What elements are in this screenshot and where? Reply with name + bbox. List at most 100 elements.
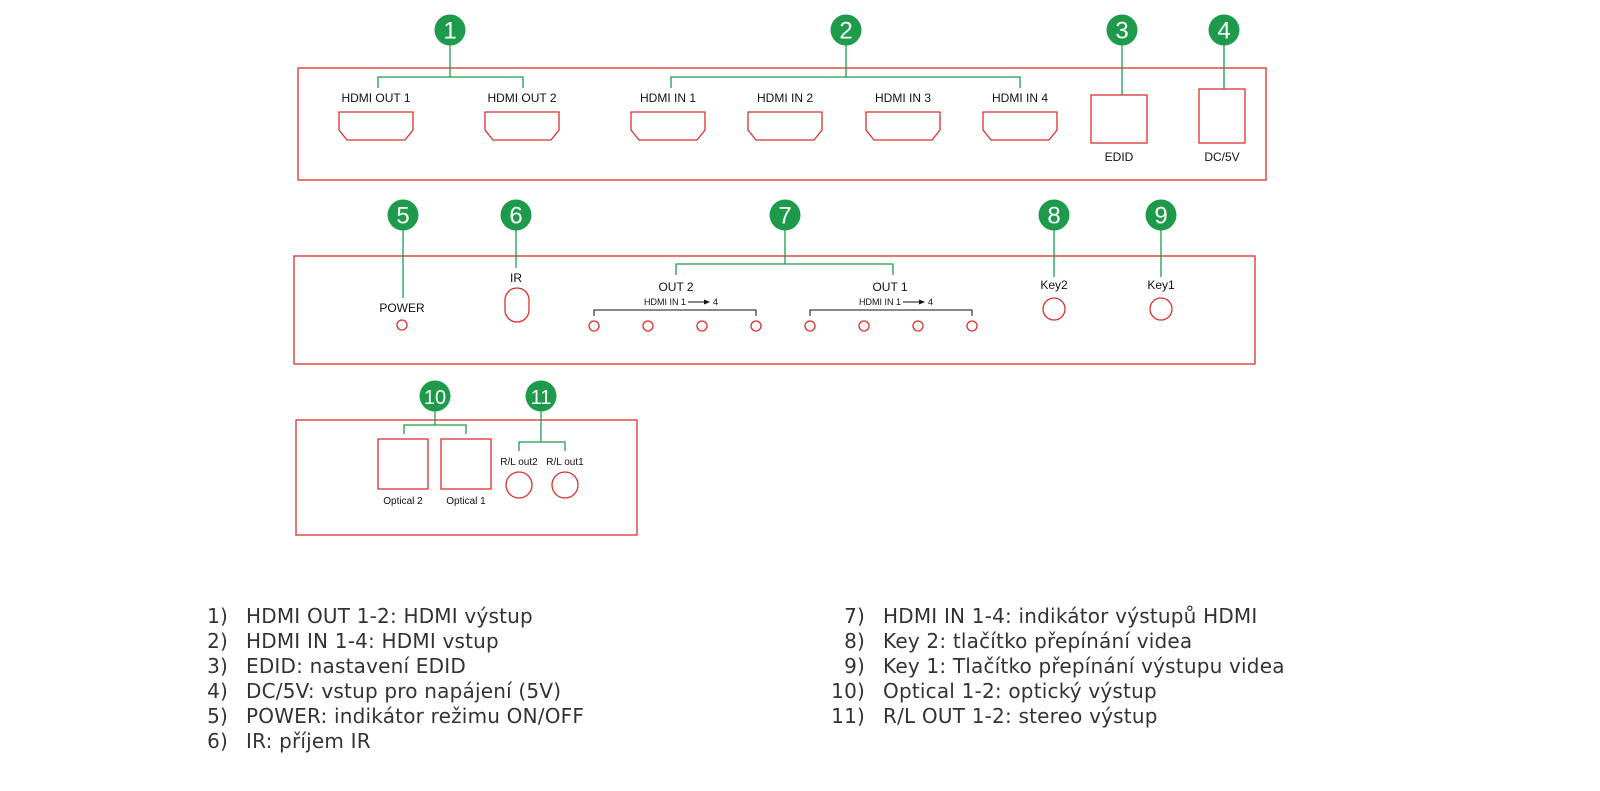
- callout-4-number: 4: [1217, 18, 1230, 45]
- callout-10: 10: [419, 380, 451, 412]
- callout-5-badge: [387, 199, 419, 231]
- legend-text: HDMI IN 1-4: indikátor výstupů HDMI: [883, 604, 1258, 628]
- hdmi-in-3-label: HDMI IN 3: [875, 91, 931, 105]
- callout-7-number: 7: [778, 203, 791, 230]
- callout-11-badge: [525, 380, 557, 412]
- callout-7-bracket: [675, 263, 894, 275]
- out2-range-prefix: HDMI IN 1: [644, 297, 686, 307]
- legend-left: 1) HDMI OUT 1-2: HDMI výstup 2) HDMI IN 1-…: [195, 604, 584, 754]
- legend-number: 8): [844, 629, 865, 653]
- hdmi-out-2-label: HDMI OUT 2: [487, 91, 556, 105]
- dc-label: DC/5V: [1204, 150, 1239, 164]
- callout-4-badge: [1208, 14, 1240, 46]
- dc-power-jack: [1198, 88, 1246, 144]
- legend-text: Key 1: Tlačítko přepínání výstupu videa: [883, 654, 1285, 678]
- callout-2-bracket: [670, 76, 1021, 88]
- out2-label: OUT 2: [658, 280, 693, 294]
- out2-arrowhead: [704, 299, 710, 305]
- legend-item: 5)POWER: indikátor režimu ON/OFF: [195, 704, 584, 729]
- out1-led-2: [858, 320, 870, 332]
- rl-out2-jack: [505, 471, 533, 499]
- out1-range-prefix: HDMI IN 1: [859, 297, 901, 307]
- legend-number: 10): [831, 679, 865, 703]
- legend-number: 1): [207, 604, 228, 628]
- legend-text: Key 2: tlačítko přepínání videa: [883, 629, 1193, 653]
- legend-text: DC/5V: vstup pro napájení (5V): [246, 679, 562, 703]
- callout-5: 5: [387, 199, 419, 231]
- callout-9-number: 9: [1154, 203, 1167, 230]
- callout-6-number: 6: [509, 203, 522, 230]
- callout-3-badge: [1106, 14, 1138, 46]
- legend-text: IR: příjem IR: [246, 729, 371, 753]
- legend-number: 6): [207, 729, 228, 753]
- callout-8-badge: [1038, 199, 1070, 231]
- legend-item: 2) HDMI IN 1-4: HDMI vstup: [195, 629, 584, 654]
- legend-right: 7) HDMI IN 1-4: indikátor výstupů HDMI 8)…: [830, 604, 1285, 729]
- legend-item: 10) Optical 1-2: optický výstup: [830, 679, 1285, 704]
- legend-number: 5): [207, 704, 228, 728]
- legend-item: 11) R/L OUT 1-2: stereo výstup: [830, 704, 1285, 729]
- legend-number: 4): [207, 679, 228, 703]
- hdmi-in-4-port: [982, 111, 1058, 141]
- callout-connectors: [377, 45, 1225, 451]
- legend-item: 4) DC/5V: vstup pro napájení (5V): [195, 679, 584, 704]
- legend-number: 7): [844, 604, 865, 628]
- out2-led-2: [642, 320, 654, 332]
- key2-label: Key2: [1040, 278, 1068, 292]
- legend-text: EDID: nastavení EDID: [246, 654, 466, 678]
- legend-number: 11): [831, 704, 865, 728]
- optical-1-label: Optical 1: [446, 496, 486, 507]
- callout-10-badge: [419, 380, 451, 412]
- key2-button: [1042, 297, 1066, 321]
- legend-text: Optical 1-2: optický výstup: [883, 679, 1157, 703]
- top-panel-outline: [297, 67, 1267, 181]
- out2-led-3: [696, 320, 708, 332]
- hdmi-in-2-label: HDMI IN 2: [757, 91, 813, 105]
- callout-7-badge: [769, 199, 801, 231]
- out1-led-3: [912, 320, 924, 332]
- edid-label: EDID: [1105, 150, 1134, 164]
- callout-10-bracket: [403, 424, 467, 434]
- callout-6-badge: [500, 199, 532, 231]
- ir-label: IR: [510, 271, 522, 285]
- hdmi-in-2-port: [747, 111, 823, 141]
- legend-item: 1) HDMI OUT 1-2: HDMI výstup: [195, 604, 584, 629]
- hdmi-out-1-label: HDMI OUT 1: [341, 91, 410, 105]
- top-panel: HDMI OUT 1 HDMI OUT 2 HDMI IN 1 HDMI IN …: [297, 67, 1267, 181]
- hdmi-in-4-label: HDMI IN 4: [992, 91, 1048, 105]
- callout-11: 11: [525, 380, 557, 412]
- callout-1: 1: [434, 14, 466, 46]
- power-led: [396, 319, 408, 331]
- legend-item: 3)EDID: nastavení EDID: [195, 654, 584, 679]
- callout-8: 8: [1038, 199, 1070, 231]
- out1-label: OUT 1: [872, 280, 907, 294]
- legend-text: HDMI OUT 1-2: HDMI výstup: [246, 604, 533, 628]
- callout-11-number: 11: [531, 387, 552, 409]
- legend-text: R/L OUT 1-2: stereo výstup: [883, 704, 1158, 728]
- callout-6: 6: [500, 199, 532, 231]
- callout-10-number: 10: [424, 387, 446, 409]
- out2-bracket: [593, 309, 757, 316]
- callout-2-badge: [830, 14, 862, 46]
- callout-9-badge: [1145, 199, 1177, 231]
- callout-3: 3: [1106, 14, 1138, 46]
- callout-2: 2: [830, 14, 862, 46]
- hdmi-out-1-port: [338, 111, 414, 141]
- out2-range-end: 4: [713, 297, 718, 307]
- hdmi-in-1-label: HDMI IN 1: [640, 91, 696, 105]
- power-label: POWER: [379, 301, 425, 315]
- optical-1-port: [440, 438, 492, 490]
- callout-1-bracket: [377, 76, 524, 88]
- legend-item: 7) HDMI IN 1-4: indikátor výstupů HDMI: [830, 604, 1285, 629]
- legend-item: 6) IR: příjem IR: [195, 729, 584, 754]
- optical-2-label: Optical 2: [383, 496, 423, 507]
- callout-2-number: 2: [839, 18, 852, 45]
- middle-panel-outline: [293, 255, 1256, 365]
- hdmi-out-2-port: [484, 111, 560, 141]
- rl-out2-label: R/L out2: [500, 457, 538, 468]
- legend-text: HDMI IN 1-4: HDMI vstup: [246, 629, 499, 653]
- out1-arrowhead: [919, 299, 925, 305]
- callout-1-number: 1: [443, 18, 456, 45]
- key1-button: [1149, 297, 1173, 321]
- legend-number: 2): [207, 629, 228, 653]
